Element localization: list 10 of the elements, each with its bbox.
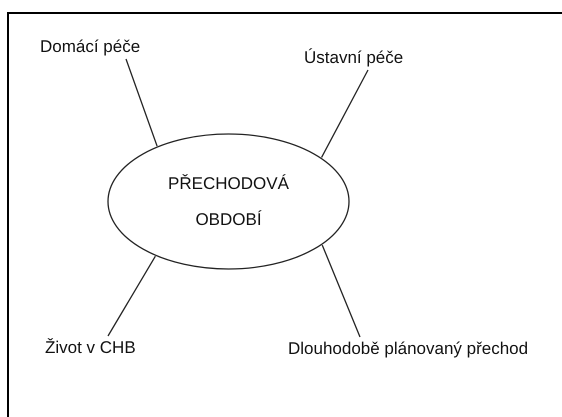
connector-line — [125, 58, 158, 146]
connector-line — [107, 256, 156, 336]
topic-label: Dlouhodobě plánovaný přechod — [288, 337, 558, 385]
node-label: PŘECHODOVÁ OBDOBÍ — [167, 172, 290, 230]
ellipse-node — [107, 133, 350, 270]
topic-label: Domácí péče — [40, 35, 190, 59]
topic-label: Ústavní péče — [304, 46, 454, 70]
topic-label: Život v CHB — [45, 336, 195, 360]
connector-line — [321, 70, 369, 158]
connector-line — [322, 244, 361, 338]
